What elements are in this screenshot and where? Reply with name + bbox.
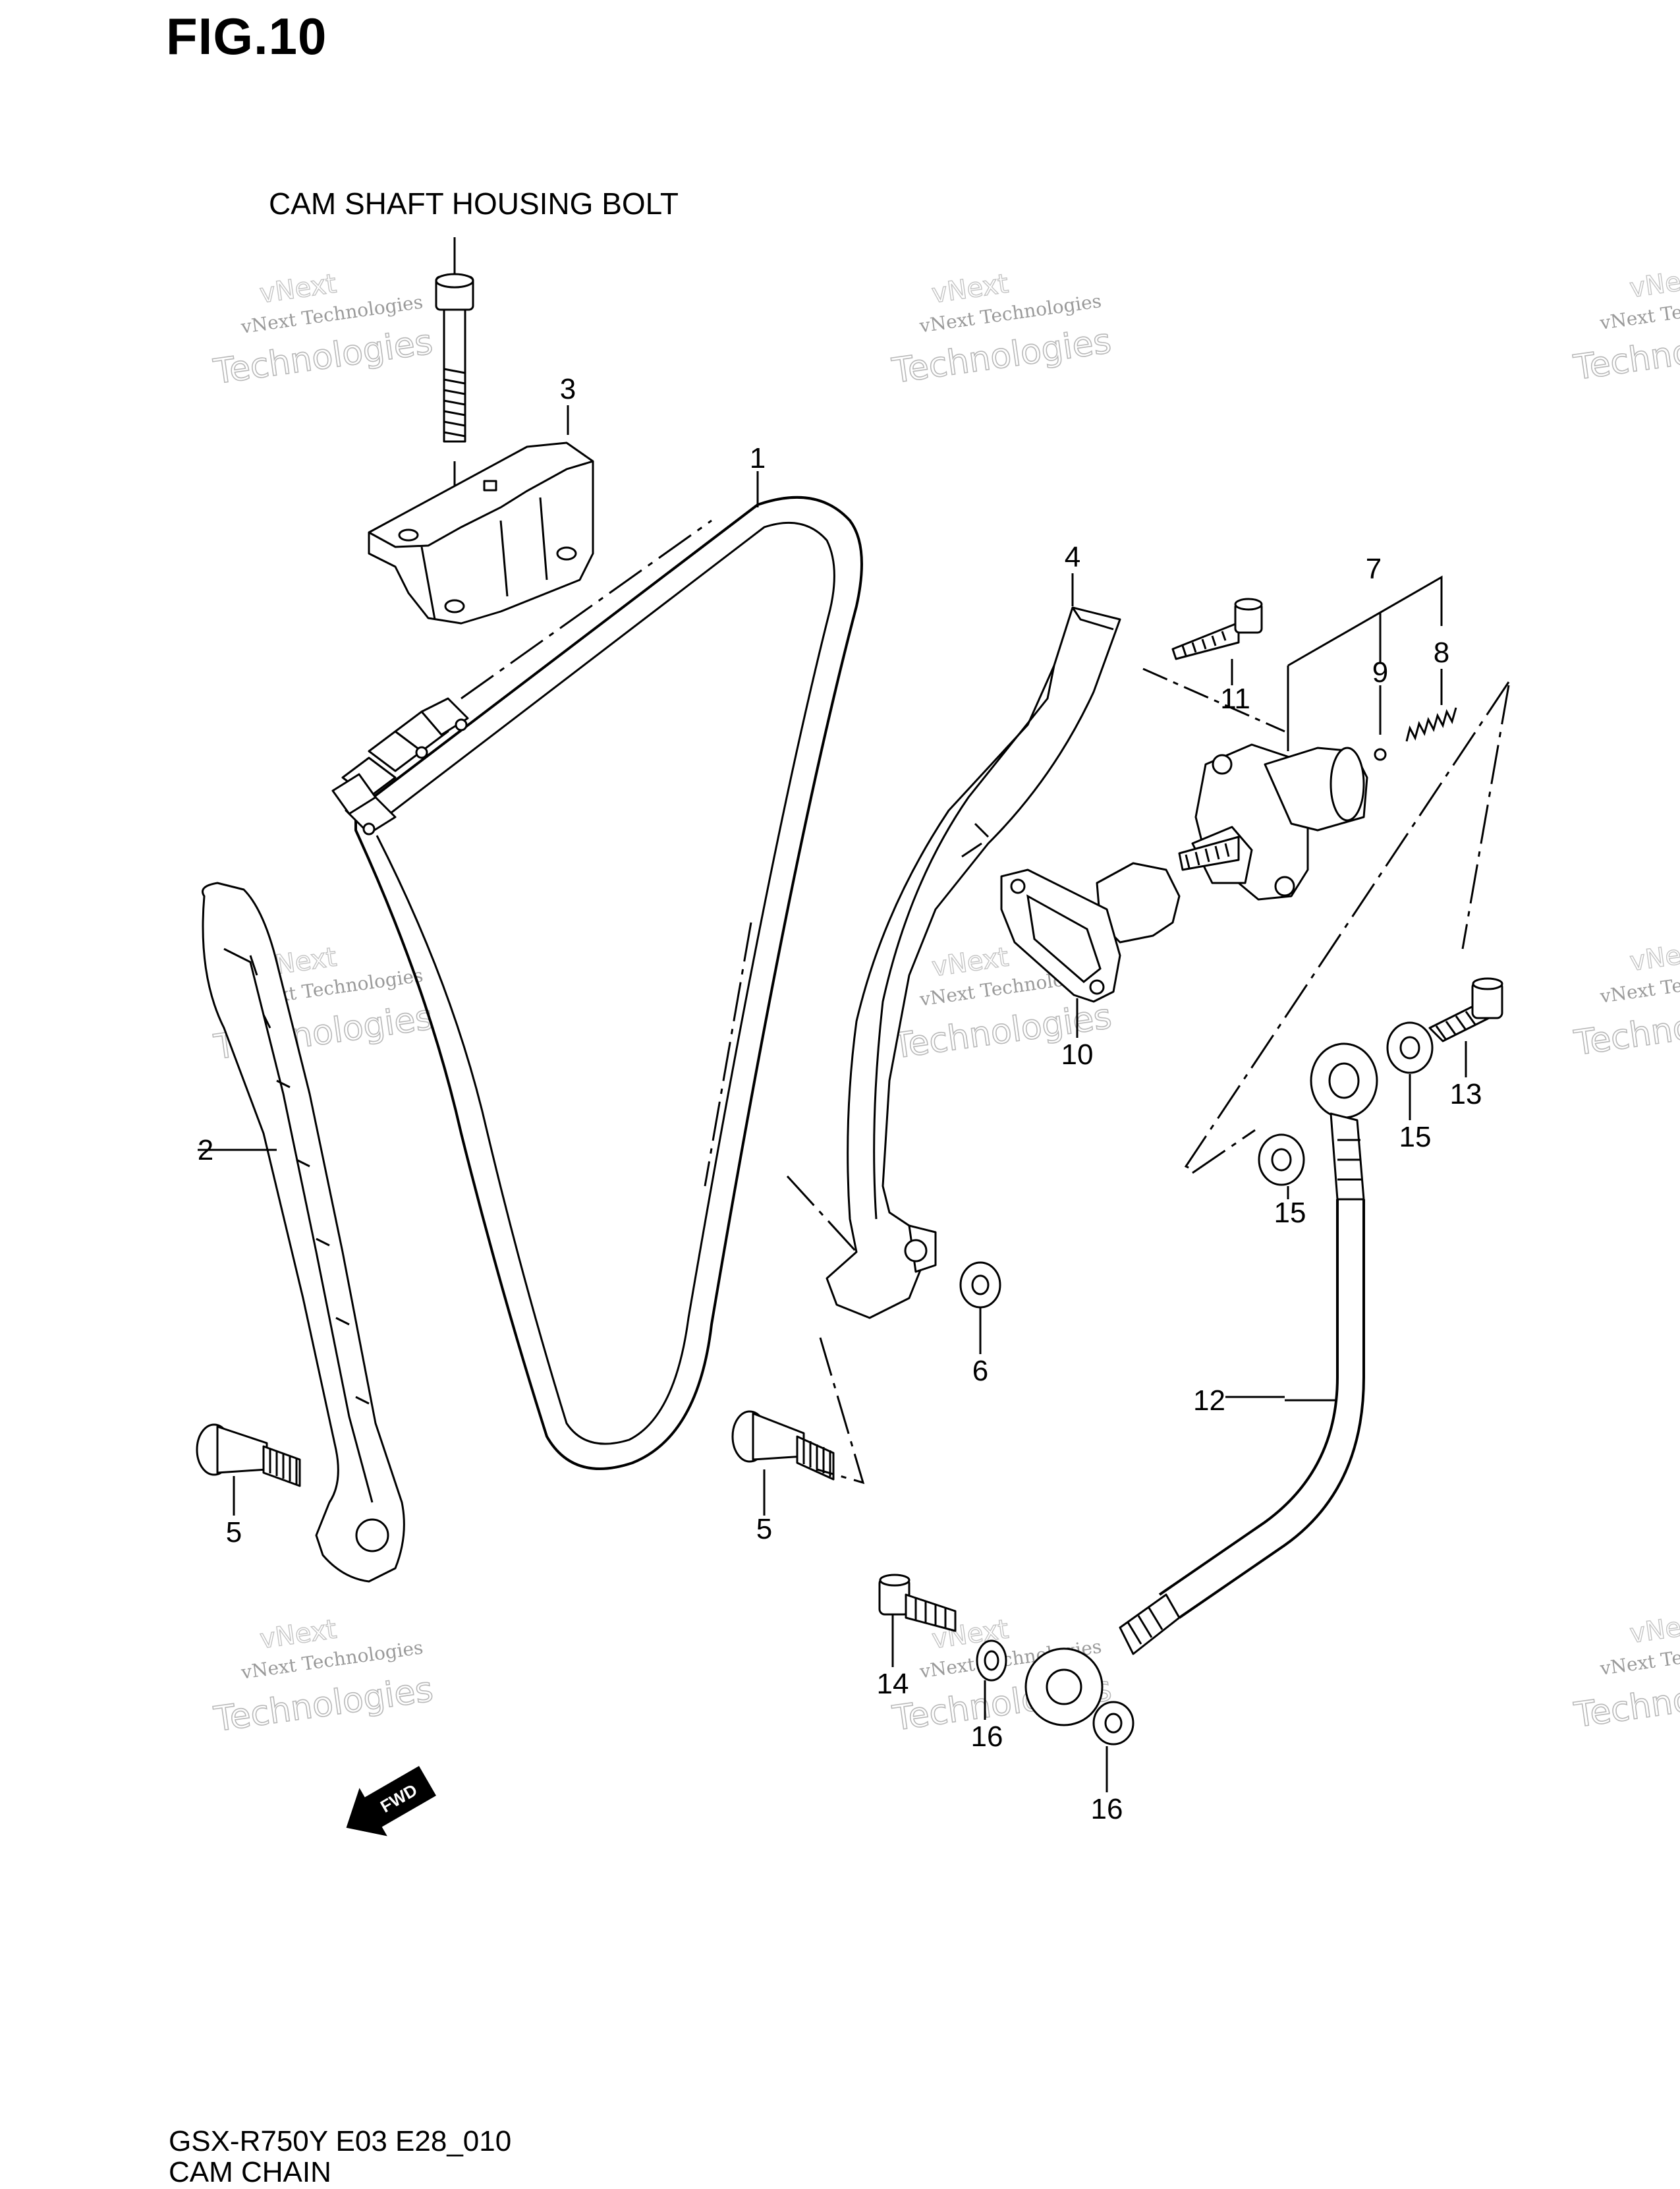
svg-text:vNext: vNext [930, 942, 1011, 983]
svg-text:vNext: vNext [930, 269, 1010, 310]
figure-title: FIG.10 [166, 7, 327, 65]
label-part-5-left: 5 [226, 1516, 242, 1549]
svg-text:vNext: vNext [258, 269, 338, 310]
tensioner-group [1000, 575, 1510, 1171]
chain-link-detail [331, 697, 469, 836]
spring-part-8 [1405, 669, 1457, 742]
model-code: GSX-R750Y E03 E28_010 [169, 2125, 512, 2157]
svg-text:vNext: vNext [1628, 1608, 1680, 1649]
label-part-16-lower: 16 [1091, 1793, 1123, 1825]
label-part-4: 4 [1065, 541, 1080, 573]
svg-text:vNext: vNext [1628, 263, 1680, 304]
label-part-6: 6 [972, 1355, 988, 1387]
fwd-arrow-icon: FWD [346, 1765, 436, 1836]
svg-text:vNext: vNext [258, 1614, 339, 1655]
guide-bolt-right [731, 1410, 835, 1516]
label-part-10: 10 [1061, 1038, 1094, 1071]
guide-bolt-left [196, 1423, 301, 1516]
watermark-top-center: vNext vNext Technologies Technologies [889, 268, 1114, 392]
svg-text:Technologies: Technologies [1571, 1666, 1680, 1736]
cam-chain [331, 496, 863, 1470]
gasket-part-10 [1000, 868, 1121, 1038]
label-part-7: 7 [1366, 553, 1382, 585]
svg-text:vNext: vNext [1628, 936, 1680, 977]
bracket-line-guide [786, 1175, 865, 1485]
label-part-8: 8 [1434, 637, 1449, 669]
check-ball-part-9 [1374, 748, 1387, 761]
callout-cam-shaft-housing-bolt: CAM SHAFT HOUSING BOLT [269, 186, 679, 221]
watermark-mid-right: vNext vNext Technologies Technologies [1571, 936, 1680, 1064]
leader-lines [567, 405, 1285, 1398]
label-part-2: 2 [198, 1134, 213, 1166]
cam-chain-tensioner-body [1178, 743, 1368, 901]
label-part-9: 9 [1372, 656, 1388, 689]
washer-part-15-right [1386, 1021, 1434, 1120]
label-part-16-upper: 16 [971, 1720, 1003, 1753]
label-part-15-right: 15 [1399, 1121, 1432, 1153]
cam-chain-guide-left [198, 882, 405, 1583]
label-part-12: 12 [1193, 1384, 1225, 1417]
oil-hose-line [1158, 1199, 1365, 1619]
washer-part-6 [959, 1261, 1001, 1354]
label-part-15-left: 15 [1274, 1197, 1306, 1229]
oil-hose-lower-banjo [1024, 1593, 1181, 1726]
cam-chain-guide-right [826, 606, 1121, 1319]
section-name: CAM CHAIN [169, 2156, 331, 2188]
washer-part-16-lower [1092, 1701, 1134, 1792]
watermark-top-left: vNext vNext Technologies Technologies [210, 268, 435, 393]
washer-part-16-upper [976, 1639, 1007, 1720]
watermark-low-left: vNext vNext Technologies Technologies [211, 1614, 436, 1740]
watermark-low-right: vNext vNext Technologies Technologies [1571, 1608, 1680, 1736]
oil-hose-upper-banjo [1310, 1042, 1378, 1201]
union-bolt-part-14 [878, 1574, 957, 1667]
label-part-14: 14 [877, 1668, 909, 1700]
svg-text:Technologies: Technologies [1571, 994, 1680, 1064]
watermark-top-right: vNext vNext Technologies Technologies [1571, 262, 1680, 388]
label-part-5-right: 5 [756, 1513, 772, 1545]
oil-hose-group [878, 685, 1510, 1792]
tensioner-bolt-part-11 [1171, 598, 1263, 685]
label-part-1: 1 [750, 442, 766, 474]
union-bolt-part-13 [1428, 977, 1503, 1077]
cam-chain-guide-holder [368, 441, 594, 625]
label-part-3: 3 [560, 373, 576, 405]
label-part-13: 13 [1450, 1078, 1482, 1110]
label-part-11: 11 [1220, 683, 1250, 715]
washer-part-15-left [1258, 1133, 1305, 1199]
